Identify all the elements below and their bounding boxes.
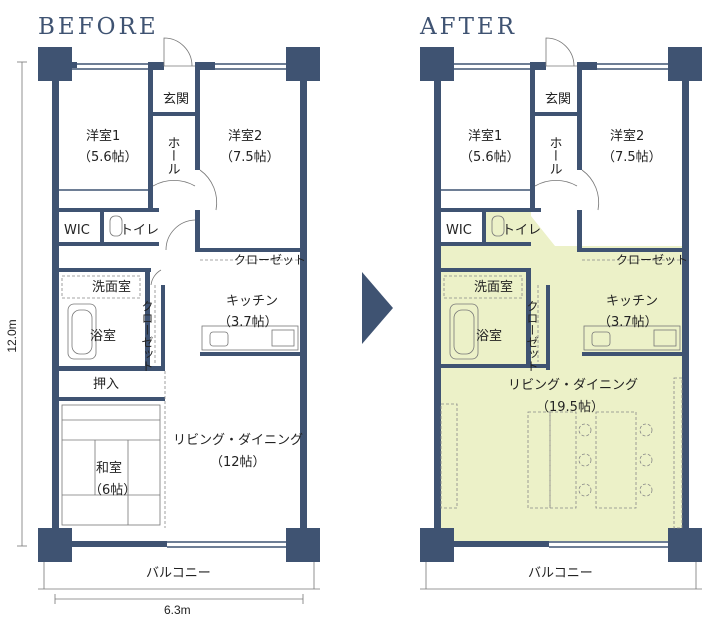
before-room-japanese-size: （6帖） [89, 483, 136, 498]
after-room-western1: 洋室1 [468, 128, 502, 144]
after-plan [420, 37, 702, 590]
after-room-closet-vertical: クローゼット [525, 300, 539, 372]
before-title: BEFORE [38, 14, 159, 40]
before-room-washroom: 洗面室 [92, 279, 131, 295]
before-room-living-size: （12帖） [210, 455, 266, 470]
before-plan [17, 37, 320, 604]
before-wall-left [52, 81, 59, 528]
before-room-western2-size: （7.5帖） [220, 150, 280, 165]
after-room-closet: クローゼット [616, 253, 688, 267]
after-room-balcony: バルコニー [528, 566, 593, 581]
after-room-western2-size: （7.5帖） [602, 150, 662, 165]
after-room-living: リビング・ダイニング [508, 378, 638, 393]
before-room-kitchen: キッチン [226, 294, 278, 309]
before-room-entrance: 玄関 [163, 92, 189, 107]
before-room-western1-size: （5.6帖） [78, 150, 138, 165]
before-room-hall: ホール [165, 136, 180, 175]
after-room-wic: WIC [446, 223, 472, 238]
before-room-toilet: トイレ [120, 223, 159, 238]
before-room-living: リビング・ダイニング [173, 433, 303, 448]
after-room-kitchen-size: （3.7帖） [598, 315, 658, 330]
before-room-closet: クローゼット [234, 253, 306, 267]
before-after-arrow [362, 272, 393, 344]
after-room-bath: 浴室 [476, 328, 502, 344]
before-room-balcony: バルコニー [146, 566, 211, 581]
after-room-hall: ホール [547, 136, 562, 175]
before-wall-right [300, 81, 307, 528]
before-column-tr [286, 47, 320, 81]
after-room-western2: 洋室2 [610, 128, 644, 144]
before-room-closet-vertical: クローゼット [140, 300, 154, 372]
after-room-entrance: 玄関 [545, 92, 571, 107]
before-room-western1: 洋室1 [86, 128, 120, 144]
before-room-western2: 洋室2 [228, 128, 262, 144]
before-room-storage: 押入 [93, 377, 119, 392]
before-column-bl [38, 528, 72, 562]
after-room-toilet: トイレ [502, 223, 541, 238]
before-dimension-height: 12.0m [5, 319, 19, 352]
after-room-living-size: （19.5帖） [536, 400, 604, 415]
before-room-kitchen-size: （3.7帖） [218, 315, 278, 330]
before-room-wic: WIC [64, 223, 90, 238]
after-title: AFTER [419, 14, 517, 40]
before-column-br [286, 528, 320, 562]
before-room-bath: 浴室 [90, 328, 116, 344]
before-room-japanese: 和室 [96, 460, 122, 476]
after-room-kitchen: キッチン [606, 294, 658, 309]
before-column-tl [38, 47, 72, 81]
after-room-western1-size: （5.6帖） [460, 150, 520, 165]
after-room-washroom: 洗面室 [474, 279, 513, 295]
before-dimension-width: 6.3m [164, 603, 191, 617]
